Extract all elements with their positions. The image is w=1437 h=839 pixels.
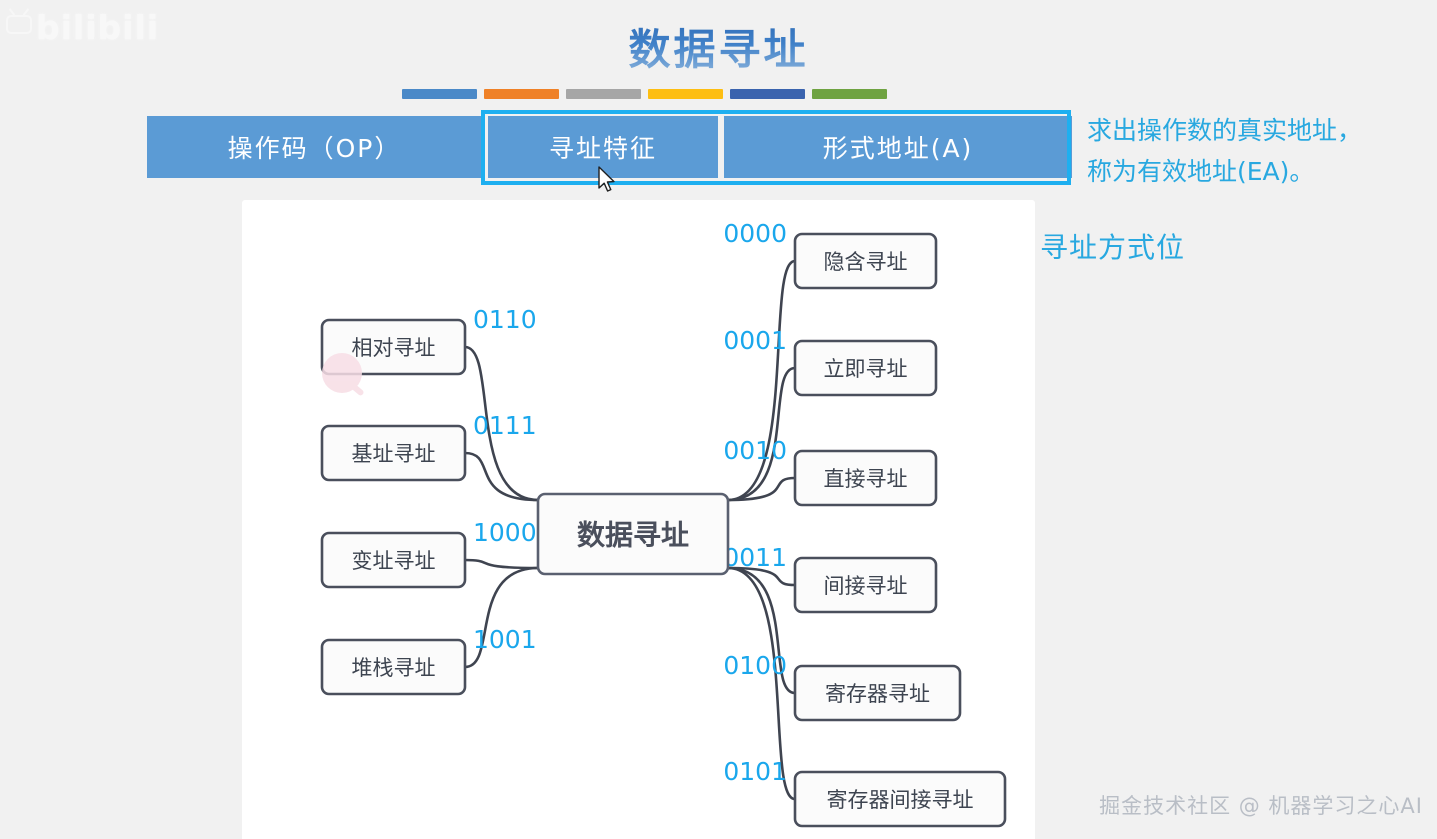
instruction-cell-opcode[interactable]: 操作码（OP） (147, 116, 482, 178)
mindmap-node-left-0-label: 相对寻址 (352, 336, 436, 360)
mindmap-code-right-1: 0001 (723, 326, 787, 355)
mindmap-code-right-0: 0000 (723, 219, 787, 248)
instruction-cell-gap-2 (718, 116, 724, 178)
mindmap-link-right-1 (726, 366, 797, 502)
mindmap-link-left-1 (463, 451, 540, 502)
mindmap-link-right-4 (726, 566, 797, 695)
mindmap-link-left-0 (463, 345, 540, 502)
mindmap-node-left-0[interactable]: 相对寻址 (320, 318, 467, 376)
mindmap-node-left-3-label: 堆栈寻址 (352, 656, 436, 680)
instruction-cell-gap-1 (482, 116, 488, 178)
footer-watermark: 掘金技术社区 @ 机器学习之心AI (1099, 794, 1423, 818)
mindmap-node-right-4-label: 寄存器寻址 (825, 682, 930, 706)
mindmap-code-right-3: 0011 (723, 543, 787, 572)
mindmap-code-labels: 0000 0001 0010 0011 0100 0101 0110 0111 1000 1001 (473, 219, 787, 786)
instruction-format-bar: 操作码（OP） 寻址特征 形式地址(A) (147, 116, 1072, 178)
mindmap-link-right-0 (726, 259, 797, 502)
mindmap-links (463, 259, 797, 801)
note-ea-line1: 求出操作数的真实地址， (1087, 116, 1363, 145)
mindmap-node-right-0-label: 隐含寻址 (824, 250, 908, 274)
bar-yellow (648, 89, 723, 99)
note-addressing-mode-bits: 寻址方式位 (1040, 231, 1186, 264)
mindmap-node-right-2-label: 直接寻址 (824, 467, 908, 491)
mindmap-code-left-1: 0111 (473, 411, 537, 440)
mindmap-link-left-2 (463, 558, 540, 570)
mindmap-node-right-3-label: 间接寻址 (824, 574, 908, 598)
bar-navy (730, 89, 805, 99)
mindmap-code-left-0: 0110 (473, 305, 537, 334)
mindmap-node-right-2[interactable]: 直接寻址 (793, 449, 938, 507)
instruction-cell-addressing-feature[interactable]: 寻址特征 (488, 116, 718, 178)
bar-green (812, 89, 887, 99)
mindmap-node-right-0[interactable]: 隐含寻址 (793, 232, 938, 290)
bar-blue (402, 89, 477, 99)
note-ea-line2: 称为有效地址(EA)。 (1087, 157, 1315, 186)
mindmap-code-right-2: 0010 (723, 436, 787, 465)
mindmap-link-right-2 (726, 476, 797, 502)
mindmap-node-right-4[interactable]: 寄存器寻址 (793, 664, 962, 722)
mindmap-node-left-1[interactable]: 基址寻址 (320, 424, 467, 482)
mindmap-svg: 0000 0001 0010 0011 0100 0101 0110 0111 1000 1001… (320, 219, 1007, 828)
mindmap-link-right-3 (726, 566, 797, 587)
bar-gray (566, 89, 641, 99)
mindmap-node-right-5-label: 寄存器间接寻址 (827, 788, 974, 812)
mindmap-node-left-2-label: 变址寻址 (352, 549, 436, 573)
mindmap-node-left-1-label: 基址寻址 (352, 442, 436, 466)
mindmap-center-node-label: 数据寻址 (577, 519, 689, 552)
note-effective-address: 求出操作数的真实地址， 称为有效地址(EA)。 (1087, 110, 1432, 192)
mindmap-node-right-1[interactable]: 立即寻址 (793, 339, 938, 397)
pink-q-watermark (322, 353, 364, 396)
mindmap-code-left-2: 1000 (473, 518, 537, 547)
mindmap-node-right-3[interactable]: 间接寻址 (793, 556, 938, 614)
page-title: 数据寻址 (0, 16, 1437, 77)
mindmap-code-right-4: 0100 (723, 651, 787, 680)
instruction-cell-formal-address[interactable]: 形式地址(A) (724, 116, 1072, 178)
mindmap-code-right-5: 0101 (723, 757, 787, 786)
mindmap-center-node[interactable]: 数据寻址 (536, 492, 730, 576)
mindmap-code-left-3: 1001 (473, 625, 537, 654)
mindmap-link-right-5 (726, 566, 797, 801)
mindmap-node-left-3[interactable]: 堆栈寻址 (320, 638, 467, 696)
mindmap-node-right-1-label: 立即寻址 (824, 357, 908, 381)
mindmap-node-left-2[interactable]: 变址寻址 (320, 531, 467, 589)
decorative-colorbars (402, 89, 902, 99)
mindmap-link-left-3 (463, 566, 540, 669)
mindmap-node-right-5[interactable]: 寄存器间接寻址 (793, 770, 1007, 828)
bar-orange (484, 89, 559, 99)
mindmap-panel: 0000 0001 0010 0011 0100 0101 0110 0111 1000 1001… (242, 200, 1035, 839)
